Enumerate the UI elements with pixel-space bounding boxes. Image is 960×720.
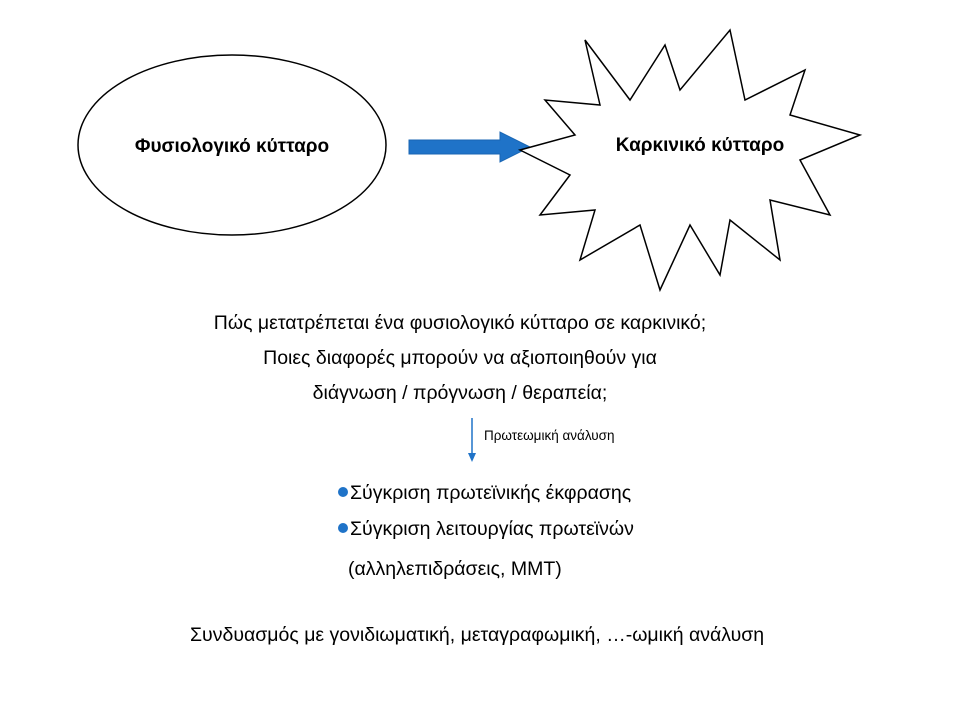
- comparison-list: Σύγκριση πρωτεϊνικής έκφρασης Σύγκριση λ…: [338, 475, 634, 587]
- proteomic-analysis-label: Πρωτεωμική ανάλυση: [484, 428, 615, 443]
- bullet-note: (αλληλεπιδράσεις, ΜΜΤ): [348, 558, 562, 580]
- combination-note: Συνδυασμός με γονιδιωματική, μεταγραφωμι…: [190, 624, 765, 646]
- bullet-dot-icon: [338, 487, 348, 497]
- bullet-text: Σύγκριση λειτουργίας πρωτεϊνών: [350, 518, 634, 540]
- normal-cell-label: Φυσιολογικό κύτταρο: [135, 136, 329, 157]
- question-line: Ποιες διαφορές μπορούν να αξιοποιηθούν γ…: [263, 347, 657, 369]
- bullet-dot-icon: [338, 523, 348, 533]
- cancer-cell-label: Καρκινικό κύτταρο: [616, 135, 784, 156]
- research-question: Πώς μετατρέπεται ένα φυσιολογικό κύτταρο…: [150, 306, 770, 411]
- cancer-cell-starburst: [517, 28, 863, 293]
- question-line: διάγνωση / πρόγνωση / θεραπεία;: [312, 382, 608, 404]
- question-line: Πώς μετατρέπεται ένα φυσιολογικό κύτταρο…: [213, 312, 707, 334]
- list-item: Σύγκριση λειτουργίας πρωτεϊνών: [338, 511, 634, 547]
- normal-cell-ellipse: [77, 54, 387, 236]
- transformation-arrow: [408, 131, 532, 163]
- proteomic-arrow-head: [468, 453, 476, 462]
- bullet-text: Σύγκριση πρωτεϊνικής έκφρασης: [350, 482, 632, 504]
- list-item: Σύγκριση πρωτεϊνικής έκφρασης: [338, 475, 634, 511]
